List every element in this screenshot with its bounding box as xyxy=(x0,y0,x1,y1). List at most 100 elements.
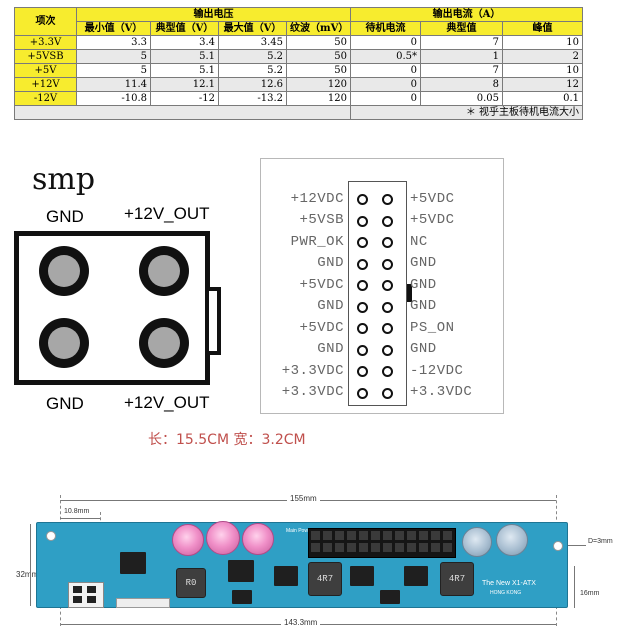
smp-label-bottom-right: +12V_OUT xyxy=(124,393,210,412)
cell-max: 5.2 xyxy=(218,49,287,64)
capacitor xyxy=(496,524,528,556)
dim-label-155: 155mm xyxy=(287,494,320,503)
atx-pin-hole xyxy=(382,258,393,270)
atx-24pin-slot xyxy=(335,543,344,552)
header-output-current: 输出电流（A） xyxy=(350,7,583,22)
cell-max: 5.2 xyxy=(218,63,287,78)
atx-connector-key xyxy=(407,284,412,302)
mounting-hole xyxy=(46,531,56,541)
atx-pin-label-right: GND xyxy=(410,298,437,314)
atx-pin-label-left: PWR_OK xyxy=(290,234,344,250)
atx-pin-hole xyxy=(357,258,368,270)
smp-label-bottom-left: GND xyxy=(46,394,84,413)
cell-max: 3.45 xyxy=(218,35,287,50)
atx-pin-hole xyxy=(357,344,368,356)
cell-min: 5 xyxy=(76,49,151,64)
header-peak: 峰值 xyxy=(502,21,583,36)
atx-pin-hole xyxy=(382,323,393,334)
atx-pin-hole xyxy=(357,280,368,291)
cell-cur-typ: 7 xyxy=(420,63,503,78)
dim-extension xyxy=(556,606,557,626)
atx-pin-label-left: +3.3VDC xyxy=(281,363,344,379)
table-header-row-1: 项次 输出电压 输出电流（A） xyxy=(14,7,583,36)
atx-24pin-slot xyxy=(347,531,356,540)
atx-24pin-slot xyxy=(383,531,392,540)
cell-standby: 0 xyxy=(350,63,421,78)
ic-chip xyxy=(404,566,428,586)
cell-typ: -12 xyxy=(150,91,219,106)
dim-label-32: 32mm xyxy=(16,570,39,579)
header-output-voltage: 输出电压 xyxy=(76,7,351,22)
dim-extension xyxy=(60,495,61,525)
ic-chip xyxy=(232,590,252,604)
atx-24pin-slot xyxy=(359,543,368,552)
atx-24pin-slot xyxy=(395,531,404,540)
cell-ripple: 120 xyxy=(286,91,351,106)
connector-pin xyxy=(73,596,82,603)
atx-pin-label-left: +5VSB xyxy=(299,212,344,228)
board-conn-label: Main Power xyxy=(286,528,313,534)
capacitor xyxy=(172,524,204,556)
cell-standby: 0 xyxy=(350,91,421,106)
atx-24pin-slot xyxy=(383,543,392,552)
atx-pin-hole xyxy=(382,301,393,313)
header-max: 最大值（V） xyxy=(218,21,287,36)
atx-pin-label-left: +12VDC xyxy=(290,191,344,207)
cell-ripple: 50 xyxy=(286,63,351,78)
atx-pin-label-right: +5VDC xyxy=(410,191,455,207)
smp-label-top-right: +12V_OUT xyxy=(124,204,210,223)
capacitor xyxy=(206,521,240,555)
connector-pin xyxy=(87,586,96,593)
atx-pin-label-right: GND xyxy=(410,255,437,271)
atx-pin-hole xyxy=(357,301,368,313)
smp-connector-latch xyxy=(209,287,221,355)
cell-min: -10.8 xyxy=(76,91,151,106)
atx-24pin-slot xyxy=(443,543,452,552)
dim-extension xyxy=(60,606,61,626)
rail-label: +5V xyxy=(14,63,77,78)
cell-peak: 10 xyxy=(502,35,583,50)
rail-label: +3.3V xyxy=(14,35,77,50)
dim-line-32 xyxy=(30,524,31,606)
atx-pin-hole xyxy=(382,366,393,377)
dim-label-d3: D=3mm xyxy=(588,538,613,545)
dim-line-10-8 xyxy=(60,518,100,519)
cell-cur-typ: 7 xyxy=(420,35,503,50)
atx-pin-label-left: +3.3VDC xyxy=(281,384,344,400)
cell-min: 3.3 xyxy=(76,35,151,50)
atx-pin-hole xyxy=(382,344,393,356)
atx-24pin-slot xyxy=(371,531,380,540)
cell-max: 12.6 xyxy=(218,77,287,92)
cell-typ: 5.1 xyxy=(150,63,219,78)
cell-standby: 0.5* xyxy=(350,49,421,64)
atx-24pin-slot xyxy=(311,531,320,540)
cell-cur-typ: 1 xyxy=(420,49,503,64)
header-item: 项次 xyxy=(14,7,77,36)
cell-typ: 3.4 xyxy=(150,35,219,50)
atx-pin-label-right: GND xyxy=(410,341,437,357)
cell-peak: 2 xyxy=(502,49,583,64)
atx-24pin-slot xyxy=(431,543,440,552)
table-row: +12V 11.4 12.1 12.6 120 0 8 12 xyxy=(14,77,583,92)
atx-pin-hole xyxy=(357,366,368,377)
atx-pin-label-right: GND xyxy=(410,277,437,293)
table-row: -12V -10.8 -12 -13.2 120 0 0.05 0.1 xyxy=(14,91,583,106)
ic-chip xyxy=(380,590,400,604)
capacitor xyxy=(242,523,274,555)
inductor: R0 xyxy=(176,568,206,598)
dim-label-10-8: 10.8mm xyxy=(64,508,90,515)
ic-chip xyxy=(274,566,298,586)
atx-24pin-slot xyxy=(311,543,320,552)
atx-24pin-slot xyxy=(335,531,344,540)
atx-24pin-slot xyxy=(347,543,356,552)
atx-pin-hole xyxy=(382,237,393,248)
dim-line-16 xyxy=(574,566,575,608)
cell-peak: 0.1 xyxy=(502,91,583,106)
rail-label: +5VSB xyxy=(14,49,77,64)
cell-max: -13.2 xyxy=(218,91,287,106)
note-blank xyxy=(14,105,351,120)
smp-label-top-left: GND xyxy=(46,207,84,226)
dim-label-143: 143.3mm xyxy=(281,618,321,627)
atx-pin-hole xyxy=(382,387,393,399)
mounting-hole xyxy=(553,541,563,551)
